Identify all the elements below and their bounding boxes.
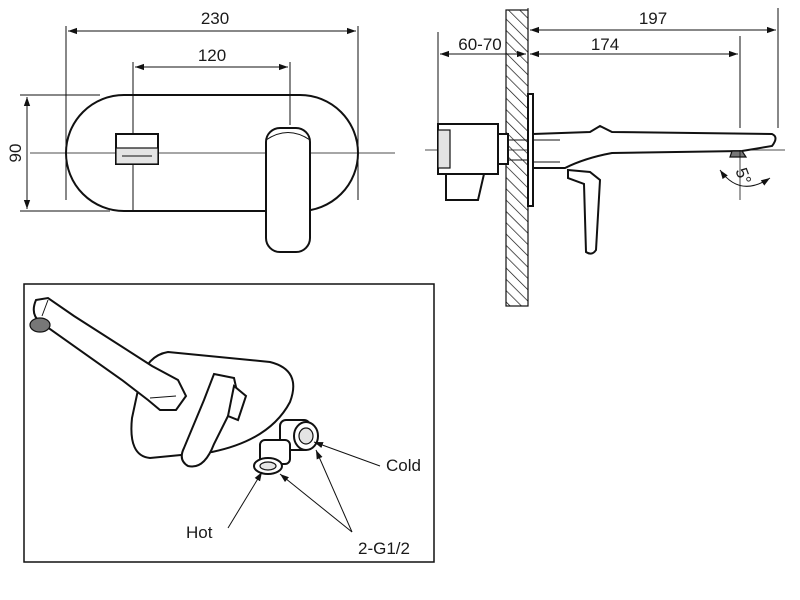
iso-cold-connector (279, 419, 319, 451)
leader-hot (227, 471, 263, 529)
leader-thread-1 (279, 473, 353, 533)
iso-view: Cold Hot 2-G1/2 (23, 283, 435, 563)
spout-angle-label: 5° (731, 165, 754, 187)
iso-hot-connector (253, 439, 291, 475)
dim-height: 90 (6, 144, 25, 163)
label-thread: 2-G1/2 (358, 539, 410, 558)
spout-angle-arc (719, 169, 771, 187)
iso-lever-handle (180, 372, 240, 468)
leader-thread-2 (315, 449, 353, 533)
dim-spout-projection: 174 (591, 35, 619, 54)
dim-total-projection: 197 (639, 9, 667, 28)
side-spout (532, 124, 777, 169)
dim-handle-spacing: 120 (198, 46, 226, 65)
iso-spout (29, 296, 188, 411)
iso-frame (23, 283, 435, 563)
concealed-valve-body (437, 123, 528, 201)
dim-overall-width: 230 (201, 9, 229, 28)
front-view: 230 120 90 (6, 9, 395, 253)
side-view: 197 60-70 174 5° (425, 8, 785, 307)
label-cold: Cold (386, 456, 421, 475)
front-lever-handle (265, 127, 311, 253)
leader-cold (313, 441, 381, 467)
side-lever-handle (567, 168, 602, 255)
label-hot: Hot (186, 523, 213, 542)
dim-wall-depth: 60-70 (458, 35, 501, 54)
front-spout-outlet (115, 133, 159, 165)
